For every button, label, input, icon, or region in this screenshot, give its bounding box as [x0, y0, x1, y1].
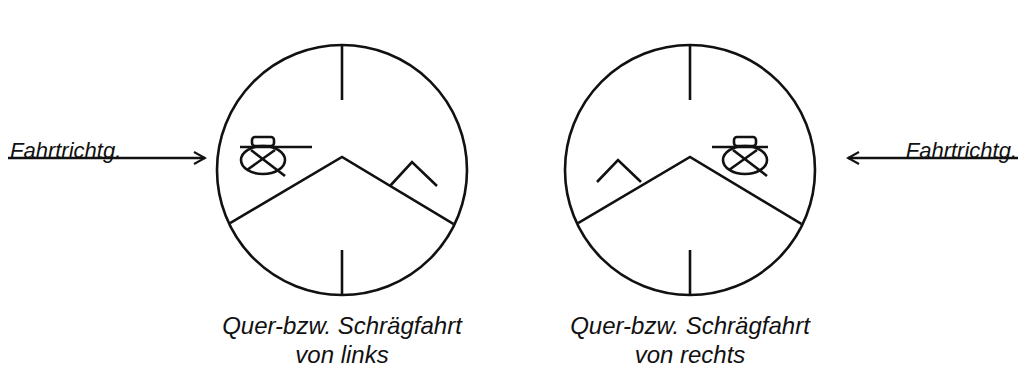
caption-text: Quer-bzw. Schrägfahrt von rechts — [565, 312, 815, 370]
reticle-circle — [217, 45, 467, 295]
reticle-circle — [565, 45, 815, 295]
caption-text: Quer-bzw. Schrägfahrt von links — [217, 312, 467, 370]
tank-symbol — [240, 137, 312, 176]
direction-label: Fahrtrichtg. — [867, 138, 1017, 164]
direction-label: Fahrtrichtg. — [10, 138, 180, 164]
tank-symbol — [712, 137, 768, 176]
